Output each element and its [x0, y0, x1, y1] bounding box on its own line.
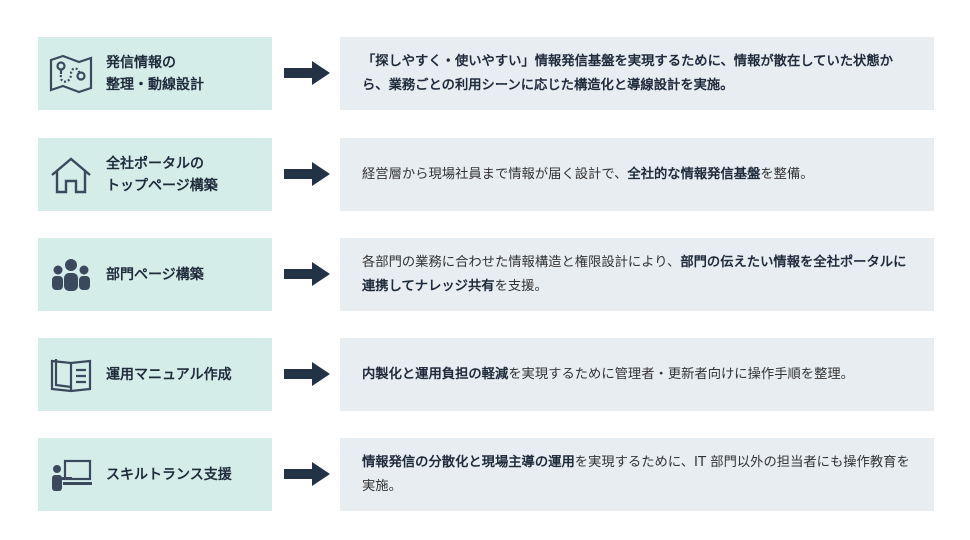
desc-text: を整備。: [760, 166, 814, 182]
desc-text: を支援。: [494, 278, 548, 294]
highlight-text: 全社的な情報発信基盤: [627, 166, 761, 182]
desc-text: 各部門の業務に合わせた情報構造と権限設計により、: [362, 254, 681, 270]
process-row: 発信情報の 整理・動線設計 「探しやすく・使いやすい」情報発信基盤を実現するため…: [38, 37, 934, 110]
step-title: 部門ページ構築: [106, 266, 204, 283]
arrow-right-icon: [284, 462, 330, 486]
step-title: 全社ポータルの トップページ構築: [106, 155, 218, 194]
step-description-box: 内製化と運用負担の軽減を実現するために管理者・更新者向けに操作手順を整理。: [340, 338, 934, 411]
arrow-right-icon: [284, 262, 330, 286]
step-description: 情報発信の分散化と現場主導の運用を実現するために、IT 部門以外の担当者にも操作…: [362, 451, 916, 499]
step-title: 発信情報の 整理・動線設計: [106, 54, 204, 93]
step-description-box: 「探しやすく・使いやすい」情報発信基盤を実現するために、情報が散在していた状態か…: [340, 37, 934, 110]
process-row: 運用マニュアル作成 内製化と運用負担の軽減を実現するために管理者・更新者向けに操…: [38, 338, 934, 411]
step-label-box: 運用マニュアル作成: [38, 338, 272, 411]
step-label-box: 全社ポータルの トップページ構築: [38, 138, 272, 211]
step-description: 経営層から現場社員まで情報が届く設計で、全社的な情報発信基盤を整備。: [362, 163, 814, 187]
step-description-box: 情報発信の分散化と現場主導の運用を実現するために、IT 部門以外の担当者にも操作…: [340, 438, 934, 511]
step-label-box: 部門ページ構築: [38, 238, 272, 311]
step-description: 各部門の業務に合わせた情報構造と権限設計により、部門の伝えたい情報を全社ポータル…: [362, 251, 916, 299]
highlight-text: 情報発信の分散化と現場主導の運用: [362, 454, 575, 470]
manual-book-icon: [46, 355, 96, 395]
step-description-box: 各部門の業務に合わせた情報構造と権限設計により、部門の伝えたい情報を全社ポータル…: [340, 238, 934, 311]
step-title: 運用マニュアル作成: [106, 366, 232, 383]
process-row: 全社ポータルの トップページ構築 経営層から現場社員まで情報が届く設計で、全社的…: [38, 138, 934, 211]
desc-text: を実現するために、IT 部門以外の担当者にも操作教育を実施。: [362, 454, 910, 494]
step-description: 内製化と運用負担の軽減を実現するために管理者・更新者向けに操作手順を整理。: [362, 363, 854, 387]
map-route-icon: [46, 54, 96, 94]
step-label-box: スキルトランス支援: [38, 438, 272, 511]
arrow-right-icon: [284, 362, 330, 386]
step-label-box: 発信情報の 整理・動線設計: [38, 37, 272, 110]
highlight-text: 部門の伝えたい情報を全社ポータルに連携してナレッジ共有: [362, 254, 907, 294]
desc-text: を実現するために管理者・更新者向けに操作手順を整理。: [508, 366, 854, 382]
process-row: スキルトランス支援 情報発信の分散化と現場主導の運用を実現するために、IT 部門…: [38, 438, 934, 511]
step-description-box: 経営層から現場社員まで情報が届く設計で、全社的な情報発信基盤を整備。: [340, 138, 934, 211]
desc-text: 経営層から現場社員まで情報が届く設計で、: [362, 166, 628, 182]
highlight-text: 内製化と運用負担の軽減: [362, 366, 509, 382]
highlight-text: 「探しやすく・使いやすい」情報発信基盤を実現するために、情報が散在していた状態か…: [362, 53, 893, 93]
arrow-right-icon: [284, 162, 330, 186]
step-title: スキルトランス支援: [106, 466, 232, 483]
team-icon: [46, 255, 96, 295]
step-description: 「探しやすく・使いやすい」情報発信基盤を実現するために、情報が散在していた状態か…: [362, 50, 916, 98]
presentation-icon: [46, 455, 96, 495]
house-icon: [46, 155, 96, 195]
process-row: 部門ページ構築 各部門の業務に合わせた情報構造と権限設計により、部門の伝えたい情…: [38, 238, 934, 311]
arrow-right-icon: [284, 61, 330, 85]
